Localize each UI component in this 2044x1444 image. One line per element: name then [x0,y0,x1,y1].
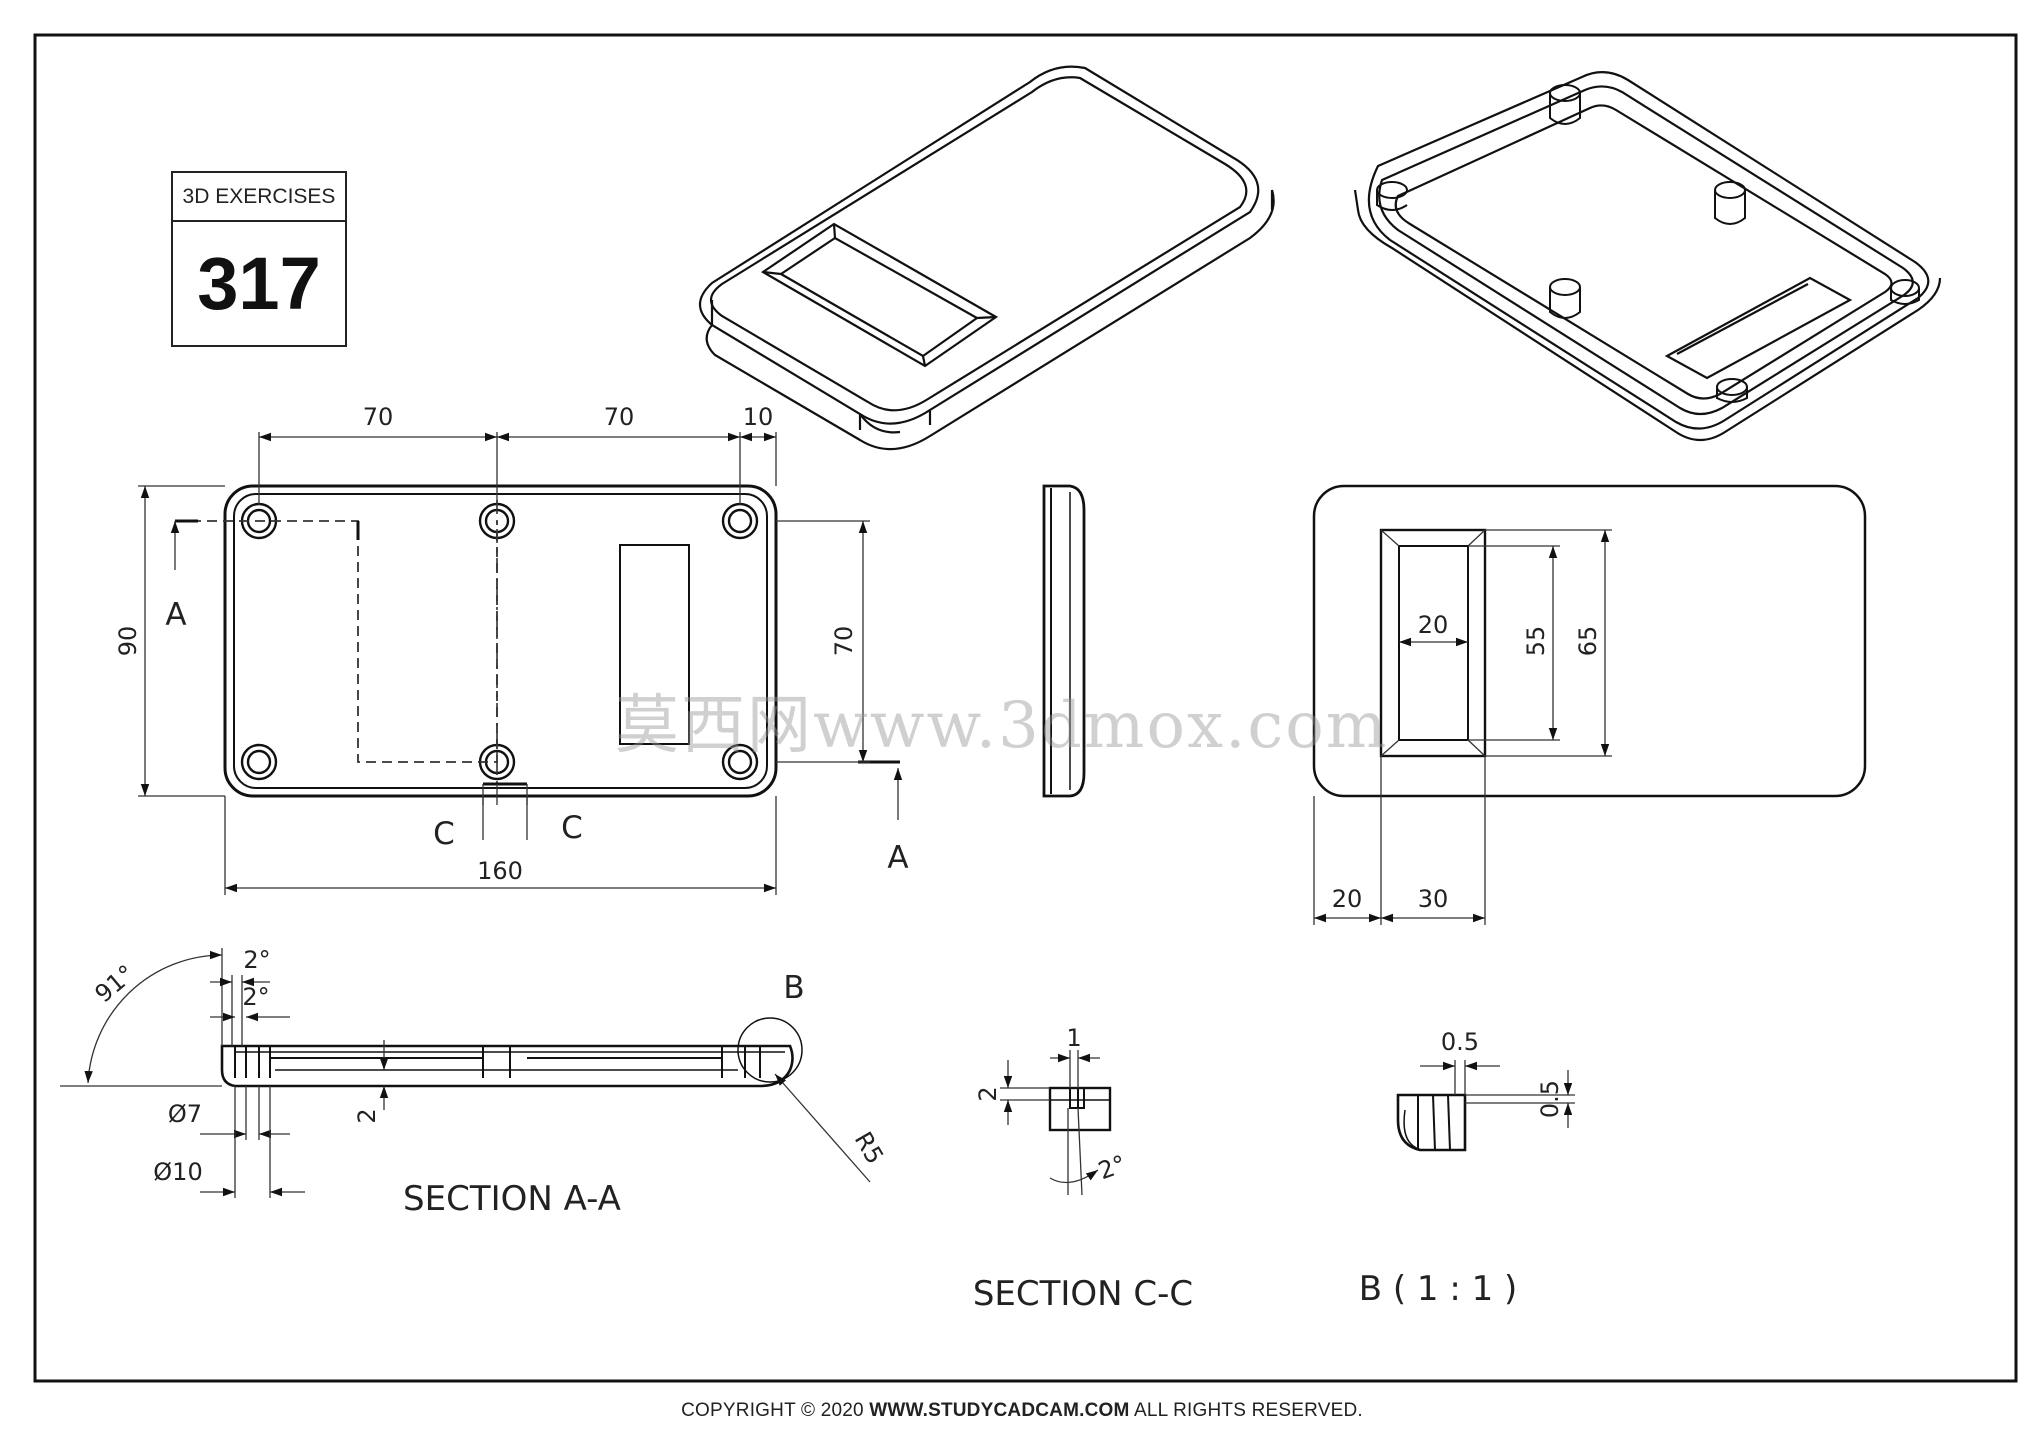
detail-b-view [1396,1093,1467,1152]
dim-window-outer-height: 65 [1574,626,1602,657]
dim-dia-7: Ø7 [168,1100,202,1128]
dim-dia-10: Ø10 [153,1158,202,1186]
isometric-view-bottom [1353,71,1942,442]
footer-suffix: ALL RIGHTS RESERVED. [1129,1400,1363,1421]
section-aa-view [220,1017,803,1088]
dim-wall-2: 2 [353,1108,381,1123]
top-view [1312,484,1867,925]
footer-site-link[interactable]: WWW.STUDYCADCAM.COM [869,1400,1130,1421]
dim-top-70-left: 70 [363,403,394,431]
dim-radius-r5: R5 [849,1127,889,1169]
detail-b-title: B ( 1 : 1 ) [1359,1269,1518,1309]
dim-cc-draft: 2° [1095,1150,1130,1186]
dim-top-70-right: 70 [604,403,635,431]
dim-draft-bottom: 2° [242,983,269,1011]
dim-window-offset: 20 [1332,885,1363,913]
dim-height-70: 70 [830,626,858,657]
section-aa-title: SECTION A-A [403,1179,621,1219]
badge-label: 3D EXERCISES [182,185,336,208]
section-cc-title: SECTION C-C [973,1274,1193,1314]
dim-draft-top: 2° [243,946,270,974]
dim-width-160: 160 [477,857,523,885]
badge-number: 317 [197,241,321,325]
isometric-view-top [698,65,1275,451]
section-mark-a-top: A [165,597,186,633]
dim-height-90: 90 [114,626,142,657]
sheet-border [33,33,2018,1383]
dim-angle-91: 91° [90,959,141,1008]
front-view [138,432,903,895]
section-cc-view [1048,1086,1112,1132]
dim-window-inner-height: 55 [1522,626,1550,657]
dim-window-inner-width: 20 [1418,611,1449,639]
dim-top-10: 10 [743,403,774,431]
copyright-footer: COPYRIGHT © 2020 WWW.STUDYCADCAM.COM ALL… [0,1400,2044,1422]
side-view [1042,484,1086,798]
section-mark-c-left: C [433,816,455,852]
dim-cc-height-2: 2 [974,1086,1002,1101]
detail-mark-b: B [783,970,804,1006]
section-aa-dims [60,948,871,1198]
section-mark-c-right: C [561,810,583,846]
dim-b-vertical: 0.5 [1536,1080,1564,1118]
footer-prefix: COPYRIGHT © 2020 [681,1400,870,1421]
dim-window-outer-width: 30 [1418,885,1449,913]
exercise-badge [171,171,347,347]
dim-b-horizontal: 0.5 [1441,1028,1479,1056]
detail-b-dims [1420,1060,1575,1128]
section-cc-dims [1000,1050,1100,1196]
dim-cc-width-1: 1 [1066,1024,1081,1052]
watermark-text: 莫西网www.3dmox.com [615,689,1389,763]
section-mark-a-bottom: A [887,840,908,876]
